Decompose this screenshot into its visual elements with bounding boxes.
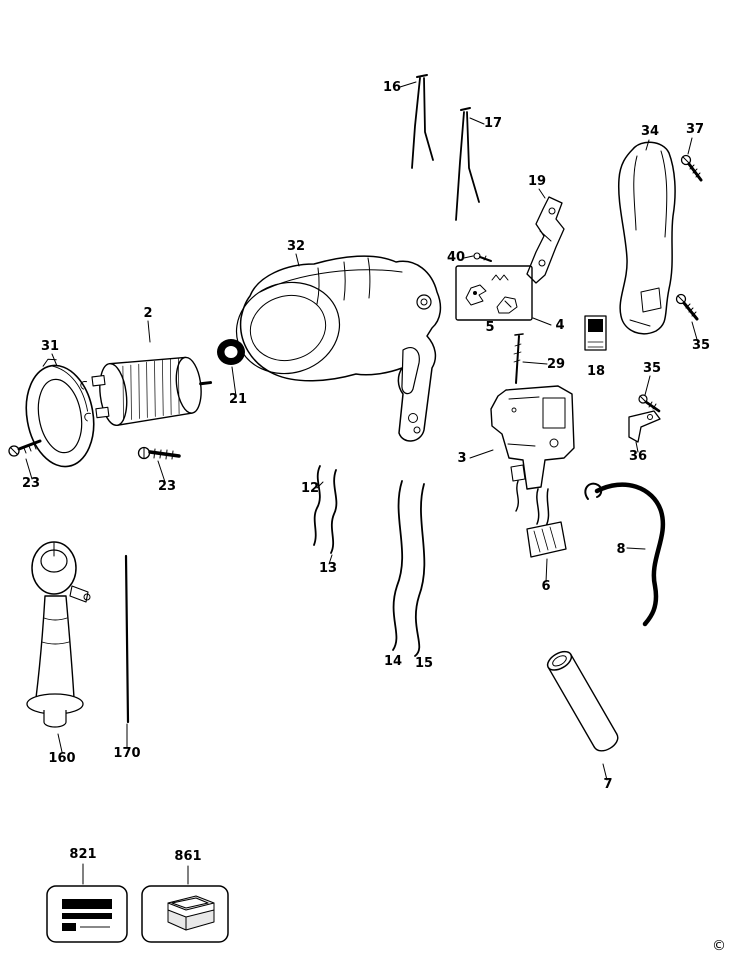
part-label-2: 2 xyxy=(143,306,152,321)
part-label-14: 14 xyxy=(384,654,402,669)
part-2-motor-field xyxy=(80,356,213,427)
part-34-rear-handle xyxy=(617,141,676,335)
part-35-screw-right xyxy=(675,293,699,321)
part-40-screw xyxy=(473,252,492,262)
copyright-mark: © xyxy=(712,938,726,954)
part-17-wire-pin xyxy=(455,107,480,221)
part-14-wire xyxy=(392,480,404,651)
part-label-36: 36 xyxy=(629,449,647,464)
part-18-carbon-brush xyxy=(584,315,607,351)
part-label-7: 7 xyxy=(603,777,612,792)
part-37-screw xyxy=(680,154,703,182)
part-13-wire xyxy=(330,469,338,554)
part-32-gear-housing xyxy=(235,255,442,442)
part-label-35b: 35 xyxy=(643,361,661,376)
part-7-handle-tube xyxy=(546,650,619,752)
part-label-12: 12 xyxy=(301,481,319,496)
part-821-label-pack xyxy=(46,885,128,943)
part-6-lead-terminal xyxy=(526,488,567,558)
part-label-23b: 23 xyxy=(158,479,176,494)
part-170-depth-rod xyxy=(124,554,130,724)
part-3-switch xyxy=(490,385,575,512)
part-35-screw-lower xyxy=(638,394,661,413)
part-15-wire xyxy=(414,483,426,657)
part-label-21: 21 xyxy=(229,392,247,407)
part-label-19: 19 xyxy=(528,174,546,189)
part-12-wire xyxy=(313,465,321,546)
part-31-guard-ring xyxy=(25,358,95,468)
part-label-40: 40 xyxy=(447,250,465,265)
part-label-16: 16 xyxy=(383,80,401,95)
leader-lines xyxy=(25,81,699,885)
part-label-8: 8 xyxy=(616,542,625,557)
part-label-37: 37 xyxy=(686,122,704,137)
part-19-bracket xyxy=(526,196,565,284)
part-label-170: 170 xyxy=(113,746,140,761)
part-29-pin xyxy=(513,333,524,384)
part-label-15: 15 xyxy=(415,656,433,671)
part-label-6: 6 xyxy=(541,579,550,594)
part-labels: 16 17 19 34 37 32 40 2 31 5 4 29 18 35 3… xyxy=(22,80,710,864)
part-label-3: 3 xyxy=(457,451,466,466)
part-label-160: 160 xyxy=(48,751,75,766)
part-23-screw-center xyxy=(137,446,181,460)
part-label-4: 4 xyxy=(555,318,564,333)
part-4-kit-box xyxy=(455,265,533,321)
part-160-side-handle xyxy=(26,541,91,728)
part-36-bracket xyxy=(628,410,661,443)
part-label-31: 31 xyxy=(41,339,59,354)
part-label-861: 861 xyxy=(174,849,201,864)
part-label-29: 29 xyxy=(547,357,565,372)
part-5-contacts xyxy=(465,274,518,314)
part-label-35a: 35 xyxy=(692,338,710,353)
part-8-cable xyxy=(584,482,666,627)
part-23-screw-left xyxy=(8,439,42,457)
part-label-821: 821 xyxy=(69,847,96,862)
part-label-18: 18 xyxy=(587,364,605,379)
part-16-wire-pin xyxy=(411,74,434,169)
part-861-kit-case-pack xyxy=(141,885,229,943)
part-21-bearing-ring xyxy=(217,339,245,365)
part-label-23a: 23 xyxy=(22,476,40,491)
part-label-13: 13 xyxy=(319,561,337,576)
part-label-5: 5 xyxy=(485,320,494,335)
part-label-34: 34 xyxy=(641,124,659,139)
part-label-32: 32 xyxy=(287,239,305,254)
part-label-17: 17 xyxy=(484,116,502,131)
